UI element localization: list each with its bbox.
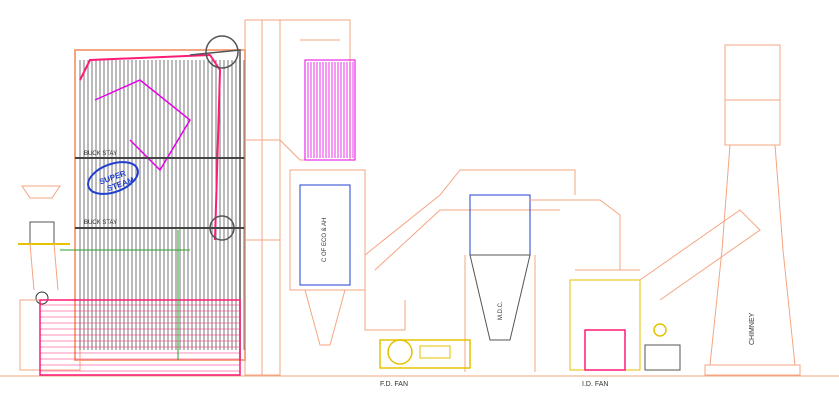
super-steam-logo [87,161,139,195]
chimney-breeching [639,209,761,301]
support-structure [244,19,281,376]
chimney [704,44,801,376]
coal-feeder [18,185,81,371]
mdc-unit [464,194,536,372]
chimney-label: CHIMNEY [749,312,756,345]
mdc-label: M.D.C. [498,301,504,320]
id-fan [569,279,681,371]
economiser-airheater [279,19,366,360]
id-duct [530,199,640,271]
fd-fan [379,339,471,369]
buck-stay-label-lower: BUCK STAY [84,220,117,226]
fd-fan-label: F.D. FAN [380,381,408,388]
boiler-furnace [39,35,246,376]
buck-stay-label-upper: BUCK STAY [84,151,117,157]
flue-duct [364,169,576,331]
eco-ah-label: C OF ECO & AH [322,218,328,262]
id-fan-label: I.D. FAN [582,381,608,388]
